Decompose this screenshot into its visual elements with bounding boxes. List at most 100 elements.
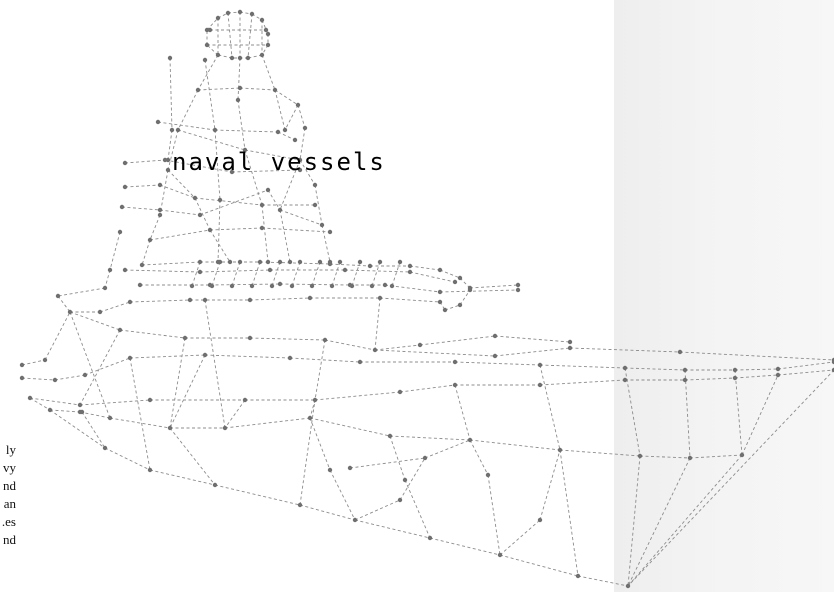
wire-node (422, 455, 428, 461)
wire-node (367, 263, 373, 269)
wire-edge (439, 269, 461, 279)
wire-node (147, 237, 153, 243)
wire-node (167, 55, 173, 61)
wire-edge (177, 129, 246, 151)
wire-edge (419, 335, 496, 346)
wire-edge (299, 159, 316, 186)
wire-node (247, 335, 253, 341)
wire-node (272, 87, 278, 93)
wire-edge (627, 454, 743, 587)
wire-node (295, 102, 301, 108)
wire-edge (79, 329, 121, 406)
wire-node (567, 339, 573, 345)
wire-node (167, 425, 173, 431)
wire-node (739, 452, 745, 458)
wire-edge (777, 369, 834, 376)
wire-edge (429, 537, 501, 556)
wire-node (297, 167, 303, 173)
wire-node (775, 372, 781, 378)
wire-edge (109, 231, 121, 271)
wire-edge (109, 417, 171, 429)
wire-node (377, 295, 383, 301)
wire-edge (469, 284, 519, 289)
wire-edge (404, 479, 431, 539)
wire-edge (199, 189, 269, 216)
wire-node (227, 259, 233, 265)
wire-edge (214, 484, 301, 506)
wire-edge (231, 169, 301, 173)
wire-node (162, 157, 168, 163)
wire-node (192, 195, 198, 201)
wire-edge (231, 261, 241, 287)
wire-edge (149, 229, 211, 241)
wire-edge (329, 469, 356, 521)
wire-node (437, 289, 443, 295)
wire-node (47, 407, 53, 413)
wire-edge (79, 399, 151, 406)
wire-edge (261, 54, 276, 91)
wire-edge (444, 304, 461, 311)
wire-node (319, 222, 325, 228)
wire-node (182, 335, 188, 341)
wire-edge (244, 149, 263, 206)
wire-edge (209, 229, 231, 263)
wire-node (117, 327, 123, 333)
wire-node (157, 207, 163, 213)
wire-node (265, 31, 271, 37)
wire-node (202, 352, 208, 358)
page-title: naval vessels (172, 148, 386, 176)
wire-node (245, 55, 251, 61)
wire-node (139, 262, 145, 268)
wire-edge (224, 399, 246, 429)
wire-node (452, 359, 458, 365)
wire-edge (684, 369, 691, 459)
wire-node (242, 147, 248, 153)
wire-edge (384, 284, 441, 293)
wire-edge (237, 99, 246, 151)
wire-node (732, 367, 738, 373)
wire-edge (197, 54, 219, 91)
wire-node (467, 437, 473, 443)
wire-edge (251, 261, 261, 287)
wire-node (237, 259, 243, 265)
wire-node (457, 302, 463, 308)
wire-edge (297, 104, 306, 129)
wire-node (212, 127, 218, 133)
wire-edge (279, 209, 291, 263)
wire-edge (141, 261, 201, 266)
wire-node (169, 127, 175, 133)
wire-edge (209, 227, 263, 231)
wire-node (267, 267, 273, 273)
wire-edge (487, 474, 501, 556)
wire-edge (399, 457, 426, 501)
wire-edge (279, 209, 323, 226)
text-line: es. (1, 514, 16, 529)
wire-edge (249, 297, 311, 301)
wire-node (229, 283, 235, 289)
side-panel (614, 0, 834, 592)
wire-edge (29, 397, 81, 406)
wire-edge (684, 377, 736, 381)
wire-edge (349, 457, 426, 469)
wire-edge (124, 159, 166, 164)
wire-node (687, 455, 693, 461)
wire-edge (314, 391, 401, 401)
wire-node (237, 9, 243, 15)
wire-node (402, 477, 408, 483)
wire-edge (194, 197, 263, 206)
wire-node (127, 355, 133, 361)
wire-node (492, 353, 498, 359)
wire-node (485, 472, 491, 478)
wire-edge (237, 57, 241, 101)
wire-node (407, 269, 413, 275)
wire-edge (344, 269, 411, 273)
wire-edge (149, 214, 161, 241)
wire-edge (206, 44, 219, 56)
wire-node (107, 415, 113, 421)
wire-node (122, 184, 128, 190)
wire-edge (374, 349, 496, 357)
wire-node (622, 365, 628, 371)
wire-node (457, 275, 463, 281)
